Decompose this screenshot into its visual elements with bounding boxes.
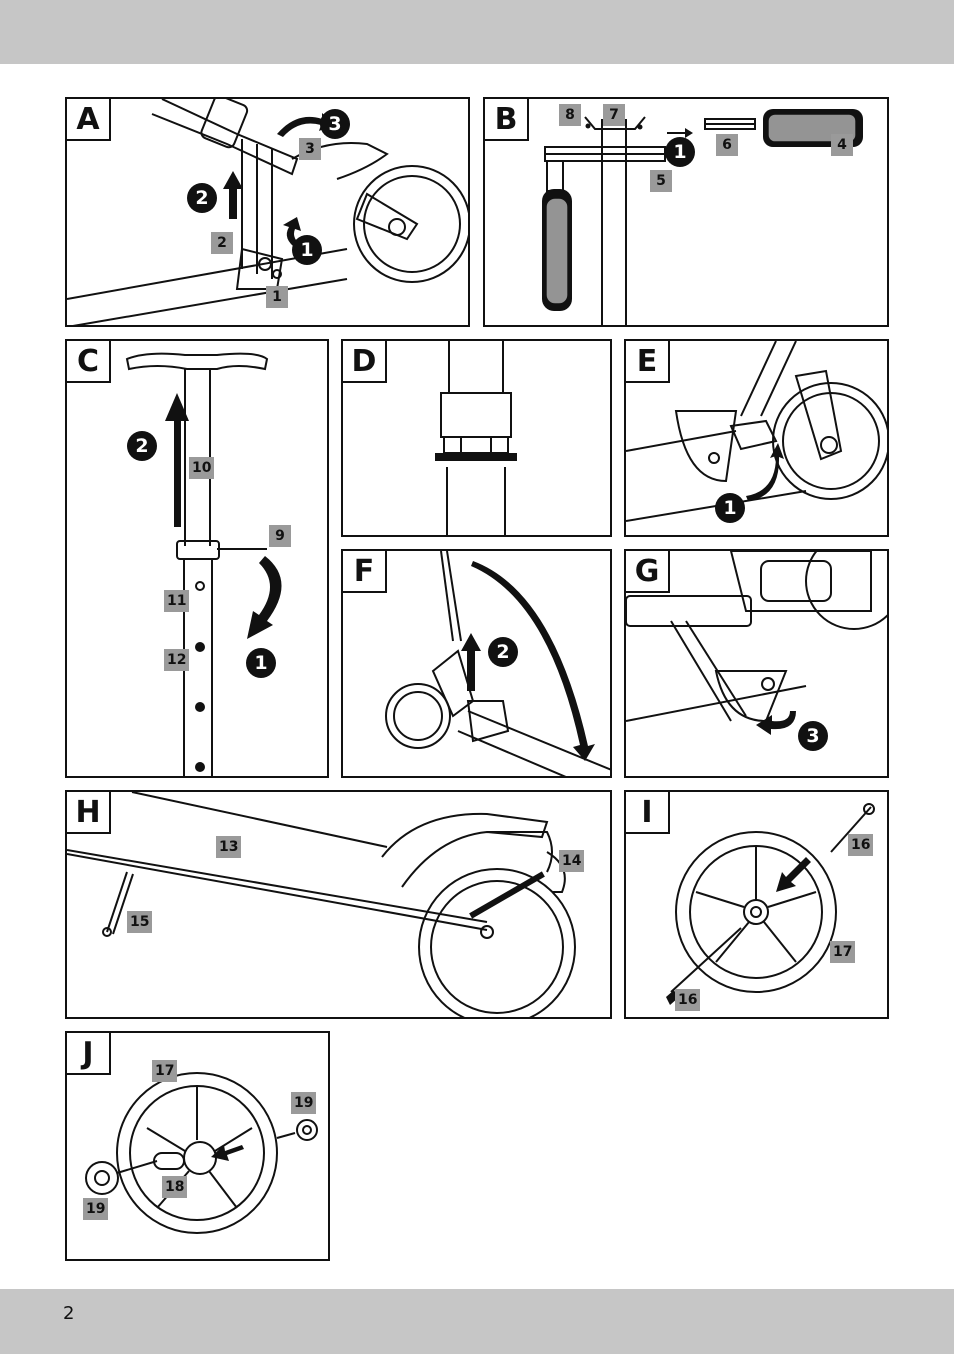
- page-number: 2: [63, 1303, 75, 1324]
- step-3-marker: 3: [798, 721, 828, 751]
- panel-d: D: [341, 339, 612, 537]
- footer-band: [0, 1289, 954, 1354]
- label-1: 1: [266, 286, 288, 308]
- illustration-handlebar-assembly: [542, 109, 863, 325]
- illustration-rear-brake: [67, 792, 576, 1017]
- label-13: 13: [216, 836, 242, 858]
- label-11: 11: [164, 590, 190, 612]
- label-17: 17: [152, 1060, 178, 1082]
- step-3-marker: 3: [320, 109, 350, 139]
- step-2-marker: 2: [127, 431, 157, 461]
- label-2: 2: [211, 232, 233, 254]
- label-9: 9: [269, 525, 291, 547]
- panel-f: F 2: [341, 549, 612, 778]
- panel-letter-b: B: [485, 99, 529, 141]
- label-17: 17: [830, 941, 856, 963]
- illustration-wheel-bearings: [85, 1072, 318, 1234]
- label-18: 18: [162, 1176, 188, 1198]
- panel-letter-f: F: [343, 551, 387, 593]
- panel-letter-d: D: [343, 341, 387, 383]
- illustration-headset-nut: [435, 341, 517, 535]
- step-2-marker: 2: [488, 637, 518, 667]
- label-19: 19: [291, 1092, 317, 1114]
- panel-h: H 13 14 15: [65, 790, 612, 1019]
- label-6: 6: [716, 134, 738, 156]
- label-16: 16: [675, 989, 701, 1011]
- illustration-lock-latch: [626, 551, 887, 735]
- panel-letter-h: H: [67, 792, 111, 834]
- step-1-marker: 1: [246, 648, 276, 678]
- step-2-marker: 2: [187, 183, 217, 213]
- illustration-wheel-axle: [666, 803, 875, 1005]
- panel-letter-c: C: [67, 341, 111, 383]
- label-15: 15: [127, 911, 153, 933]
- label-19: 19: [83, 1198, 109, 1220]
- illustration-fold-scooter: [385, 551, 610, 776]
- label-16: 16: [848, 834, 874, 856]
- step-1-marker: 1: [292, 235, 322, 265]
- panel-letter-j: J: [67, 1033, 111, 1075]
- panel-i: I 16 17 16: [624, 790, 889, 1019]
- panel-e: E 1: [624, 339, 889, 537]
- header-band: [0, 0, 954, 64]
- panel-letter-a: A: [67, 99, 111, 141]
- panel-a: A 1 2 3 1 2 3: [65, 97, 470, 327]
- panel-j: J 17 19 18 19: [65, 1031, 330, 1261]
- panel-letter-i: I: [626, 792, 670, 834]
- panel-b: B 4 5 6 7 8 1: [483, 97, 889, 327]
- label-5: 5: [650, 170, 672, 192]
- panel-g: G 3: [624, 549, 889, 778]
- label-12: 12: [164, 649, 190, 671]
- step-1-marker: 1: [665, 137, 695, 167]
- label-10: 10: [189, 457, 215, 479]
- panel-c: C 9 10 11 12 1 2: [65, 339, 329, 778]
- label-14: 14: [559, 850, 585, 872]
- panel-letter-e: E: [626, 341, 670, 383]
- label-7: 7: [603, 104, 625, 126]
- illustration-height-adjust: [125, 352, 282, 776]
- label-4: 4: [831, 134, 853, 156]
- step-1-marker: 1: [715, 493, 745, 523]
- label-3: 3: [299, 138, 321, 160]
- label-8: 8: [559, 104, 581, 126]
- panel-letter-g: G: [626, 551, 670, 593]
